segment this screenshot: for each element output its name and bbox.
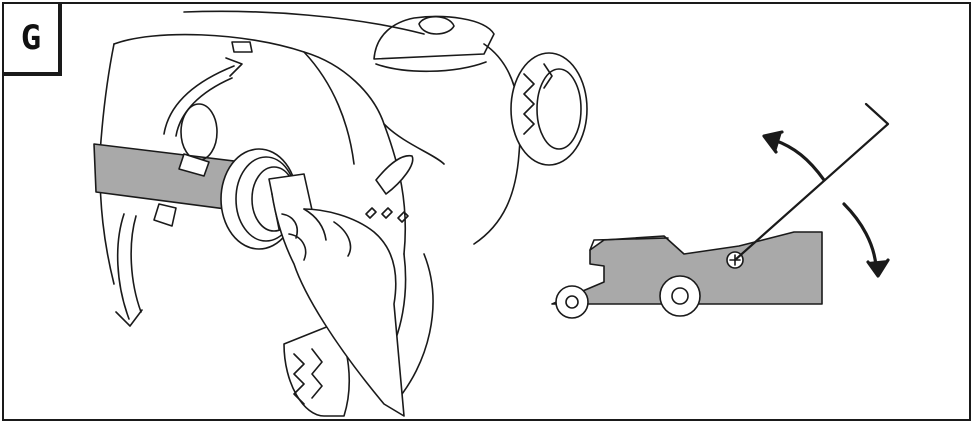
lever-up-arrow-icon [764, 132, 824, 180]
figure-label: G [21, 18, 41, 58]
rotate-arrow-upper-icon [164, 58, 242, 136]
rear-wheel-closeup [511, 53, 587, 165]
mower-side-diagram [552, 232, 822, 318]
figure-frame: G [2, 2, 971, 421]
height-notches [366, 156, 413, 222]
illustration [4, 4, 969, 419]
rotate-arrow-lower-icon [116, 214, 142, 326]
lever-down-arrow-icon [844, 204, 888, 276]
figure-label-box: G [4, 4, 62, 76]
